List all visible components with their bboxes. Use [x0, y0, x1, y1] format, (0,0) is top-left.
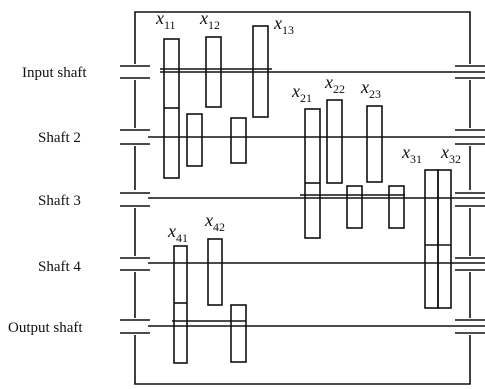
output-shaft-label: Output shaft — [8, 320, 83, 336]
shaft3-line — [148, 194, 485, 199]
bearing-left-shaft4 — [120, 257, 150, 271]
gear-x12 — [205, 36, 222, 108]
bearing-right-shaft2 — [455, 129, 485, 145]
housing-top — [134, 11, 471, 64]
bearing-right-input — [455, 65, 485, 79]
output-shaft-line — [148, 320, 485, 327]
gear-x31 — [424, 169, 439, 309]
shaft4-label: Shaft 4 — [38, 259, 81, 275]
gear-label-x11: x11 — [155, 8, 176, 32]
gear-label-x31: x31 — [401, 142, 422, 166]
gear-label-x41: x41 — [167, 221, 188, 245]
bearing-left-output — [120, 319, 150, 334]
gear-s2-a — [186, 113, 203, 167]
gear-s3-a — [346, 185, 363, 229]
gear-x22 — [326, 99, 343, 184]
gear-x32 — [437, 169, 452, 309]
gear-s3-b — [388, 185, 405, 229]
gear-output-b — [230, 304, 247, 363]
gear-x23 — [366, 105, 383, 183]
bearing-right-shaft4 — [455, 257, 485, 271]
gear-s2-b — [230, 117, 247, 164]
gear-label-x21: x21 — [291, 81, 312, 105]
gear-x13 — [252, 25, 269, 118]
shaft3-label: Shaft 3 — [38, 193, 81, 209]
gear-x41 — [173, 245, 188, 364]
gear-label-x13: x13 — [273, 13, 294, 37]
gear-x42 — [207, 238, 223, 306]
gear-label-x22: x22 — [324, 72, 345, 96]
input-shaft-line — [160, 68, 485, 73]
gear-label-x23: x23 — [360, 77, 381, 101]
bearing-right-shaft3 — [455, 192, 485, 207]
bearing-left-shaft2 — [120, 129, 150, 145]
gear-label-x42: x42 — [204, 210, 225, 234]
gear-label-x12: x12 — [199, 8, 220, 32]
gear-x21 — [304, 108, 321, 239]
bearing-right-output — [455, 319, 485, 334]
bearing-left-input — [120, 65, 150, 79]
input-shaft-label: Input shaft — [22, 65, 87, 81]
gear-label-x32: x32 — [440, 142, 461, 166]
bearing-left-shaft3 — [120, 192, 150, 207]
housing-bottom — [134, 335, 471, 385]
shaft2-label: Shaft 2 — [38, 130, 81, 146]
